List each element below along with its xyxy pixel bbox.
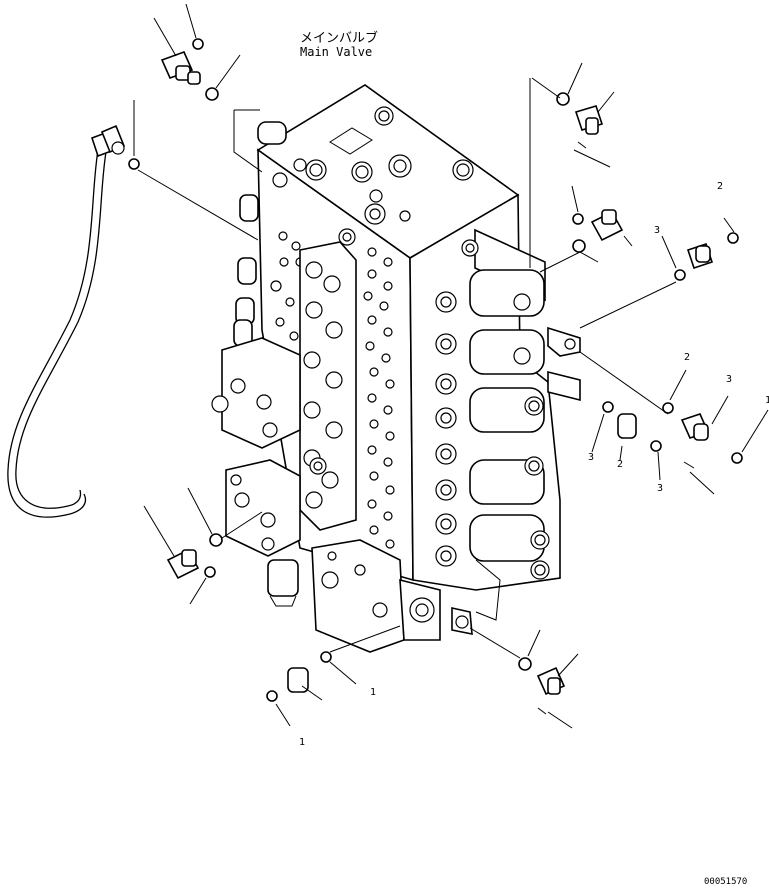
callout-label: 2 [684,352,691,363]
fitting-right-lower [602,401,743,469]
title-japanese: メインバルブ [300,31,379,46]
fitting-right-upper [556,92,624,253]
callout-label: 3 [588,452,595,463]
callout-label: 1 [370,687,377,698]
leader-lines [133,3,769,729]
callout-label: 3 [654,225,661,236]
callout-label: 1 [765,395,769,406]
main-valve-body [211,84,581,653]
callout-label: 2 [617,459,624,470]
callout-label: 3 [726,374,733,385]
callout-label: 3 [657,483,664,494]
callout-label: 1 [299,737,306,748]
title-english: Main Valve [300,45,373,59]
hose-assembly [7,124,140,518]
fitting-right-middle [674,232,739,281]
callout-label: 2 [717,181,724,192]
fitting-bottom [266,651,566,715]
drawing-code: 00051570 [704,877,748,887]
fitting-left-lower [166,533,223,580]
fitting-top-left [160,38,219,101]
